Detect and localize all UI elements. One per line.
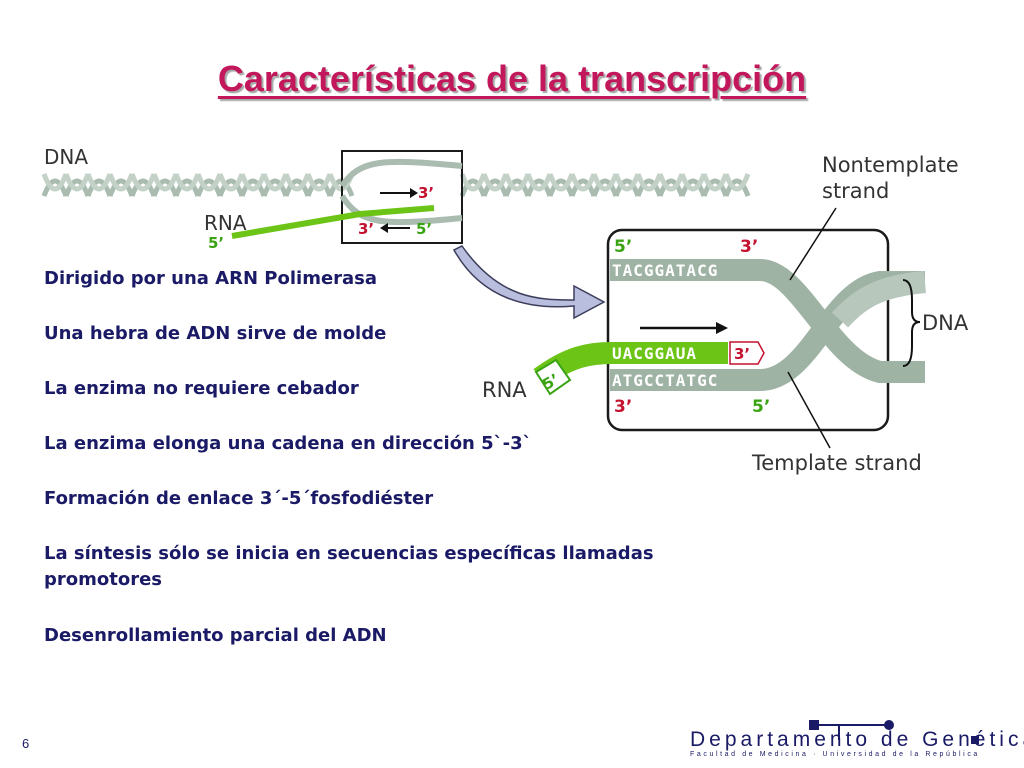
helix-segment bbox=[569, 178, 597, 197]
helix-segment bbox=[481, 178, 509, 197]
helix-segment bbox=[305, 178, 333, 197]
small-rna-strand bbox=[231, 205, 435, 239]
department-logo-icon bbox=[809, 720, 979, 744]
template-label: Template strand bbox=[751, 451, 922, 475]
helix-segment bbox=[173, 178, 201, 197]
helix-segment bbox=[261, 178, 289, 197]
helix-segment bbox=[129, 178, 157, 197]
transcription-diagram: DNA RNA 5’ 3’ 3’ 5’ TACGGATACG UACGGAUA … bbox=[41, 145, 969, 475]
nontemplate-strand bbox=[610, 259, 925, 383]
helix-segment bbox=[63, 173, 91, 192]
helix-segment bbox=[85, 178, 113, 197]
helix-segment bbox=[701, 173, 729, 192]
small-rna-label: RNA bbox=[204, 211, 247, 235]
large-top-5prime: 5’ bbox=[614, 237, 632, 257]
helix-segment bbox=[635, 173, 663, 192]
small-top-3prime: 3’ bbox=[418, 184, 434, 202]
slide-title: Características de la transcripción bbox=[217, 58, 807, 99]
dna-bracket bbox=[902, 279, 921, 367]
large-rna-3prime: 3’ bbox=[734, 345, 750, 363]
large-rna-label: RNA bbox=[482, 378, 527, 402]
helix-segment bbox=[591, 178, 619, 197]
helix-segment bbox=[239, 173, 267, 192]
helix-segment bbox=[261, 173, 289, 192]
helix-segment bbox=[547, 178, 575, 197]
helix-segment bbox=[459, 173, 487, 192]
small-rna-5prime: 5’ bbox=[208, 234, 224, 252]
bubble-top-strand bbox=[339, 158, 463, 188]
helix-segment bbox=[635, 178, 663, 197]
department-subtitle: Facultad de Medicina · Universidad de la… bbox=[690, 751, 980, 758]
detail-box bbox=[606, 228, 890, 432]
helix-segment bbox=[283, 178, 311, 197]
top-sequence: TACGGATACG bbox=[612, 261, 718, 280]
bubble-bottom-strand bbox=[339, 194, 463, 226]
helix-segment bbox=[657, 178, 685, 197]
template-pointer bbox=[787, 371, 831, 449]
helix-segment bbox=[107, 178, 135, 197]
helix-segment bbox=[217, 178, 245, 197]
helix-segment bbox=[85, 173, 113, 192]
helix-segment bbox=[283, 173, 311, 192]
small-bottom-3prime: 3’ bbox=[358, 220, 374, 238]
helix-segment bbox=[217, 173, 245, 192]
small-bottom-5prime: 5’ bbox=[416, 220, 432, 238]
helix-segment bbox=[195, 173, 223, 192]
bullet-item: Dirigido por una ARN Polimerasa bbox=[44, 268, 378, 289]
zoom-arrow bbox=[452, 245, 606, 320]
helix-segment bbox=[613, 173, 641, 192]
department-footer: Departamento de Genética Facultad de Med… bbox=[690, 728, 1024, 758]
large-bottom-5prime: 5’ bbox=[752, 397, 770, 417]
helix-segment bbox=[591, 173, 619, 192]
nontemplate-label: Nontemplate strand bbox=[822, 153, 965, 203]
rna-3prime-tag bbox=[729, 341, 765, 365]
helix-segment bbox=[503, 178, 531, 197]
helix-segment bbox=[525, 173, 553, 192]
large-bottom-3prime: 3’ bbox=[614, 397, 632, 417]
helix-segment bbox=[657, 173, 685, 192]
page-number: 6 bbox=[22, 736, 30, 751]
helix-segment bbox=[305, 173, 333, 192]
helix-segment bbox=[679, 178, 707, 197]
nontemplate-pointer bbox=[789, 207, 837, 281]
small-dna-helix bbox=[41, 173, 751, 197]
bullet-item: La enzima no requiere cebador bbox=[44, 378, 359, 399]
helix-segment bbox=[107, 173, 135, 192]
large-top-3prime: 3’ bbox=[740, 237, 758, 257]
helix-segment bbox=[723, 173, 751, 192]
helix-segment bbox=[41, 178, 69, 197]
helix-segment bbox=[41, 173, 69, 192]
helix-segment bbox=[701, 178, 729, 197]
department-name: Departamento de Genética bbox=[690, 728, 1024, 751]
helix-segment bbox=[63, 178, 91, 197]
helix-segment bbox=[525, 178, 553, 197]
helix-segment bbox=[679, 173, 707, 192]
helix-segment bbox=[151, 173, 179, 192]
small-dna-label: DNA bbox=[44, 145, 88, 169]
helix-segment bbox=[459, 178, 487, 197]
helix-segment bbox=[613, 178, 641, 197]
large-rna-5prime: 5’ bbox=[539, 370, 562, 394]
helix-segment bbox=[173, 173, 201, 192]
large-dna-label: DNA bbox=[922, 311, 969, 335]
helix-segment bbox=[503, 173, 531, 192]
helix-segment bbox=[547, 173, 575, 192]
bullet-item: Una hebra de ADN sirve de molde bbox=[44, 323, 387, 344]
helix-segment bbox=[239, 178, 267, 197]
helix-segment bbox=[723, 178, 751, 197]
helix-segment bbox=[151, 178, 179, 197]
bullet-item: La enzima elonga una cadena en dirección… bbox=[44, 433, 532, 454]
helix-segment bbox=[129, 173, 157, 192]
helix-segment bbox=[569, 173, 597, 192]
bullet-item: Formación de enlace 3´-5´fosfodiéster bbox=[44, 488, 434, 509]
bullet-item: La síntesis sólo se inicia en secuencias… bbox=[44, 543, 654, 590]
helix-segment bbox=[481, 173, 509, 192]
bottom-sequence: ATGCCTATGC bbox=[612, 371, 718, 390]
rna-sequence: UACGGAUA bbox=[612, 344, 697, 363]
bullet-item: Desenrollamiento parcial del ADN bbox=[44, 625, 387, 646]
helix-segment bbox=[195, 178, 223, 197]
rna-5prime-tag bbox=[534, 358, 572, 396]
